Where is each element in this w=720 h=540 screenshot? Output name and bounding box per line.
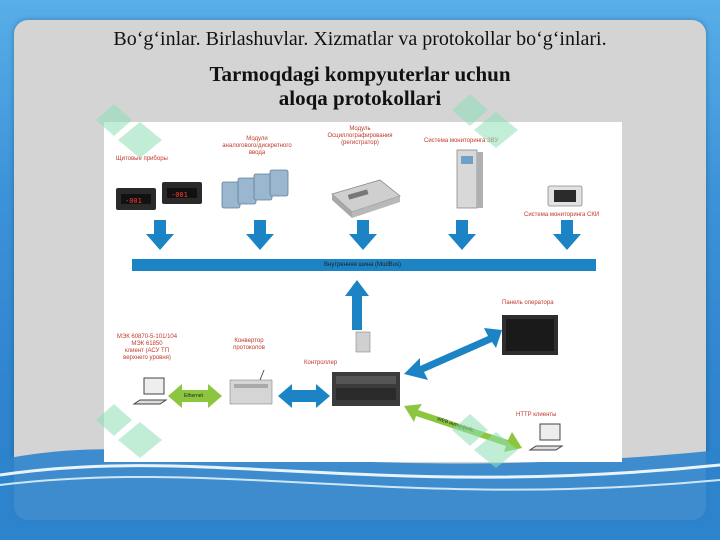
ethernet-arrow-label: Ethernet xyxy=(184,393,203,399)
iec-client-label-line-2: МЭК 61850 xyxy=(131,341,163,347)
protocol-diagram: Щитовые приборы Модули аналогового/дискр… xyxy=(104,122,622,462)
controller-label: Контроллер xyxy=(304,360,338,366)
panel-display-2: -001 xyxy=(171,191,188,199)
http-client-pc-icon xyxy=(528,423,564,451)
monitoring-zvu-cabinet-icon xyxy=(456,149,483,209)
io-modules-label-line-3: ввода xyxy=(248,150,266,156)
operator-panel-label: Панель оператора xyxy=(502,300,554,306)
controller-operator-arrow xyxy=(404,328,502,380)
operator-panel-icon xyxy=(502,315,558,355)
iec-client-label: МЭК 60870-5-101/104 МЭК 61850 клиент (АС… xyxy=(108,334,186,362)
converter-label: Конвертор протоколов xyxy=(224,338,274,352)
io-modules-label: Модули аналогового/дискретного ввода xyxy=(218,136,296,157)
internal-bus xyxy=(132,259,596,271)
io-modules-label-line-1: Модули xyxy=(246,136,268,142)
oscillograph-module-icon xyxy=(331,179,401,218)
oscillograph-label: Модуль Осциллографирования (регистратор) xyxy=(322,126,398,147)
http-clients-label: HTTP клиенты xyxy=(516,412,557,418)
monitoring-ski-label: Система мониторинга СКИ xyxy=(524,212,600,218)
iec-client-label-line-3: клиент (АСУ ТП xyxy=(124,348,170,354)
slide-title: Tarmoqdagi kompyuterlar uchun aloqa prot… xyxy=(0,62,720,110)
panel-display-1: -001 xyxy=(125,197,142,205)
internal-bus-label: Внутренняя шина (ModBus) xyxy=(324,262,402,268)
client-pc-icon xyxy=(132,377,168,405)
iec-client-label-line-1: МЭК 60870-5-101/104 xyxy=(116,334,178,340)
oscillograph-label-line-2: Осциллографирования xyxy=(327,133,393,139)
slide-header: Bo‘g‘inlar. Birlashuvlar. Xizmatlar va p… xyxy=(113,28,607,50)
down-arrows-to-bus xyxy=(146,220,581,250)
io-modules-icon xyxy=(221,169,289,209)
panel-devices-label: Щитовые приборы xyxy=(116,156,168,162)
diagram-graphics xyxy=(116,149,596,452)
monitoring-zvu-label: Система мониторинга ЗВУ xyxy=(424,138,499,144)
oscillograph-label-line-1: Модуль xyxy=(349,126,371,132)
bus-to-controller-arrow xyxy=(345,280,369,330)
iec-client-label-line-4: верхнего уровня) xyxy=(123,355,171,361)
io-modules-label-line-2: аналогового/дискретного xyxy=(222,143,292,149)
bottom-wave-decoration xyxy=(0,449,720,540)
converter-device-icon xyxy=(229,369,273,405)
converter-controller-arrow xyxy=(278,384,330,408)
monitoring-ski-device-icon xyxy=(547,185,583,207)
converter-label-line-2: протоколов xyxy=(233,345,265,351)
oscillograph-label-line-3: (регистратор) xyxy=(341,140,379,146)
slide-title-line-1: Tarmoqdagi kompyuterlar uchun xyxy=(209,62,511,86)
ethernet-arrow xyxy=(168,384,222,408)
panel-devices-icon xyxy=(116,182,202,210)
slide-title-line-2: aloqa protokollari xyxy=(278,86,442,110)
converter-label-line-1: Конвертор xyxy=(234,338,264,344)
controller-device-icon xyxy=(332,331,400,406)
